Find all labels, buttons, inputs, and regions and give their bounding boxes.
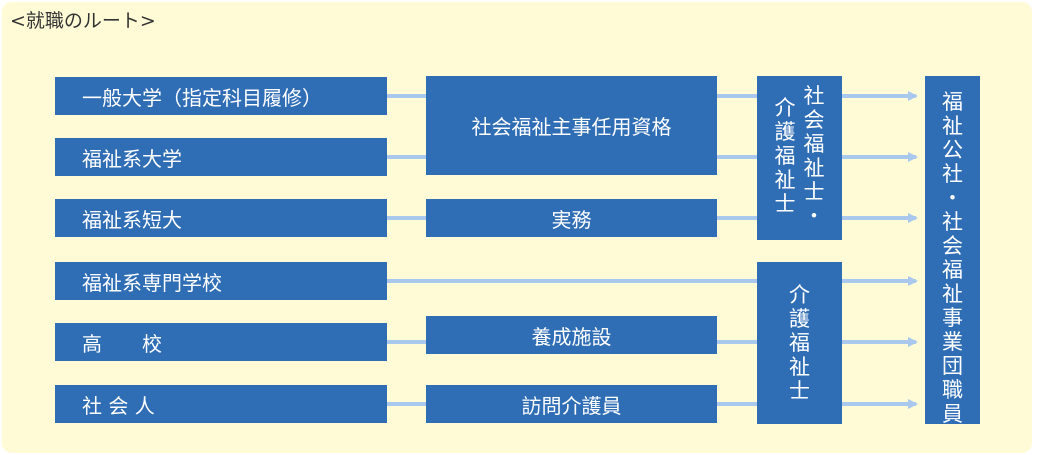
vertical-char: 職: [942, 378, 963, 402]
cert-column-social-worker: 社会福祉士・: [804, 84, 825, 228]
destination-column: 福祉公社・社会福祉事業団職員: [942, 90, 963, 426]
vertical-char: ・: [803, 204, 825, 228]
vertical-char: 社: [942, 162, 963, 186]
vertical-char: 員: [942, 402, 963, 426]
source-box-welfare-vocational-school: 福祉系専門学校: [55, 262, 387, 300]
vertical-char: 介: [774, 96, 796, 120]
vertical-char: 福: [942, 90, 963, 114]
certified-worker-box: 介護福祉士 社会福祉士・: [757, 76, 842, 240]
source-box-welfare-university: 福祉系大学: [55, 138, 387, 176]
vertical-char: 士: [774, 192, 796, 216]
vertical-char: 社: [942, 210, 963, 234]
home-helper-box: 訪問介護員: [426, 385, 717, 423]
vertical-char: 祉: [942, 282, 963, 306]
cert-column-care-worker: 介護福祉士: [775, 96, 796, 216]
diagram-title: <就職のルート>: [10, 10, 156, 32]
source-label: 福祉系短大: [82, 207, 182, 232]
home-helper-label: 訪問介護員: [521, 393, 622, 418]
vertical-char: 福: [789, 331, 810, 355]
source-label: 一般大学（指定科目履修）: [82, 85, 322, 110]
vertical-char: 福: [942, 258, 963, 282]
vertical-char: 団: [942, 354, 963, 378]
vertical-char: 会: [803, 108, 825, 132]
vertical-char: 護: [774, 120, 796, 144]
qualification-box: 社会福祉主事任用資格: [426, 76, 717, 175]
vertical-char: 士: [803, 180, 825, 204]
source-box-high-school: 高 校: [55, 323, 387, 361]
vertical-char: 介: [789, 283, 810, 307]
practice-label: 実務: [551, 207, 592, 232]
source-label: 高 校: [82, 331, 162, 356]
care-worker-box: 介護福祉士: [757, 262, 842, 424]
source-box-working-adult: 社 会 人: [55, 385, 387, 423]
vertical-char: 福: [774, 144, 796, 168]
practice-box: 実務: [426, 199, 717, 237]
vertical-char: 公: [942, 138, 963, 162]
source-label: 社 会 人: [82, 393, 155, 418]
vertical-char: 会: [942, 234, 963, 258]
vertical-char: 祉: [942, 114, 963, 138]
vertical-char: 祉: [789, 355, 810, 379]
vertical-char: 事: [942, 306, 963, 330]
qualification-label: 社会福祉主事任用資格: [471, 115, 672, 139]
source-label: 福祉系大学: [82, 146, 182, 171]
vertical-char: 業: [942, 330, 963, 354]
source-box-general-university: 一般大学（指定科目履修）: [55, 77, 387, 115]
vertical-char: 士: [789, 379, 810, 403]
care-worker-column: 介護福祉士: [789, 283, 810, 403]
training-label: 養成施設: [531, 324, 612, 349]
vertical-char: 福: [803, 132, 825, 156]
vertical-char: 社: [803, 84, 825, 108]
source-label: 福祉系専門学校: [82, 270, 222, 295]
vertical-char: 護: [789, 307, 810, 331]
vertical-char: ・: [942, 186, 963, 210]
vertical-char: 祉: [774, 168, 796, 192]
vertical-char: 祉: [803, 156, 825, 180]
source-box-welfare-junior-college: 福祉系短大: [55, 199, 387, 237]
destination-box: 福祉公社・社会福祉事業団職員: [925, 76, 980, 426]
training-facility-box: 養成施設: [426, 316, 717, 354]
